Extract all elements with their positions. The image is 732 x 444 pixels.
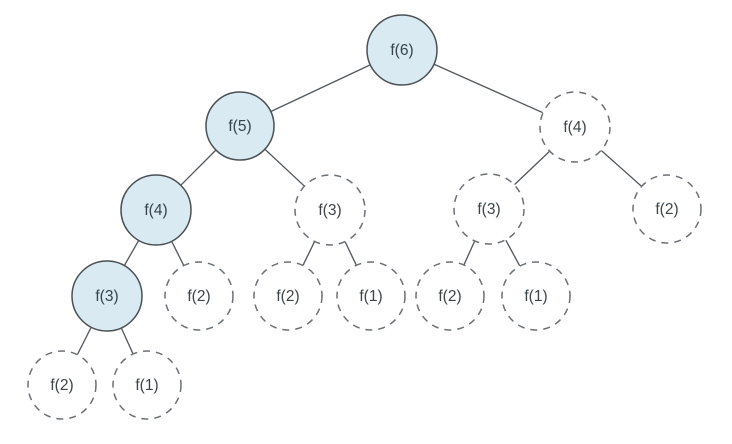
tree-edge (271, 64, 371, 112)
tree-edge (180, 150, 216, 186)
tree-edge (121, 328, 134, 354)
tree-edge (171, 241, 185, 266)
node-circle-highlighted (205, 91, 275, 161)
node-label: f(2) (438, 288, 461, 305)
node-label: f(1) (359, 288, 382, 305)
node-label: f(3) (95, 288, 118, 305)
node-circle-pruned (539, 91, 611, 163)
node-label: f(3) (477, 201, 500, 218)
node-label: f(6) (390, 42, 413, 59)
tree-node[interactable]: f(2) (632, 174, 702, 244)
node-circle-highlighted (366, 14, 438, 86)
node-label: f(2) (50, 377, 73, 394)
node-label: f(2) (655, 201, 678, 218)
node-label: f(4) (144, 202, 167, 219)
nodes-layer: f(6) f(5) f(4) f(4) f(3) f(3) f(2) f(3) f(2) f(2)… (27, 14, 702, 420)
tree-node[interactable]: f(3) (71, 260, 143, 332)
node-circle-pruned (453, 173, 525, 245)
node-label: f(1) (135, 377, 158, 394)
tree-edge (77, 327, 92, 355)
tree-node[interactable]: f(1) (336, 261, 406, 331)
node-label: f(3) (318, 202, 341, 219)
tree-edge (514, 151, 550, 185)
node-circle-pruned (253, 261, 323, 331)
node-circle-pruned (164, 261, 234, 331)
node-circle-highlighted (71, 260, 143, 332)
tree-node[interactable]: f(6) (366, 14, 438, 86)
tree-edge (463, 241, 475, 265)
node-circle-pruned (112, 350, 182, 420)
tree-node[interactable]: f(4) (120, 174, 192, 246)
node-circle-pruned (415, 261, 485, 331)
tree-node[interactable]: f(1) (112, 350, 182, 420)
node-circle-pruned (27, 350, 97, 420)
tree-node[interactable]: f(1) (501, 261, 571, 331)
tree-node[interactable]: f(3) (453, 173, 525, 245)
tree-edge (601, 150, 642, 187)
tree-edge (302, 241, 315, 266)
tree-node[interactable]: f(5) (205, 91, 275, 161)
node-circle-pruned (501, 261, 571, 331)
node-label: f(5) (228, 118, 251, 135)
tree-edge (434, 63, 543, 114)
tree-node[interactable]: f(2) (415, 261, 485, 331)
node-label: f(4) (563, 119, 586, 136)
tree-node[interactable]: f(2) (164, 261, 234, 331)
node-label: f(1) (524, 288, 547, 305)
node-label: f(2) (276, 288, 299, 305)
node-circle-pruned (336, 261, 406, 331)
node-circle-pruned (294, 174, 366, 246)
edges-layer (77, 63, 642, 355)
node-label: f(2) (187, 288, 210, 305)
tree-edge (264, 149, 305, 187)
tree-edge (344, 241, 357, 266)
tree-node[interactable]: f(4) (539, 91, 611, 163)
node-circle-pruned (632, 174, 702, 244)
tree-node[interactable]: f(2) (27, 350, 97, 420)
tree-node[interactable]: f(2) (253, 261, 323, 331)
tree-edge (124, 240, 139, 266)
tree-node[interactable]: f(3) (294, 174, 366, 246)
tree-edge (505, 239, 521, 266)
node-circle-highlighted (120, 174, 192, 246)
